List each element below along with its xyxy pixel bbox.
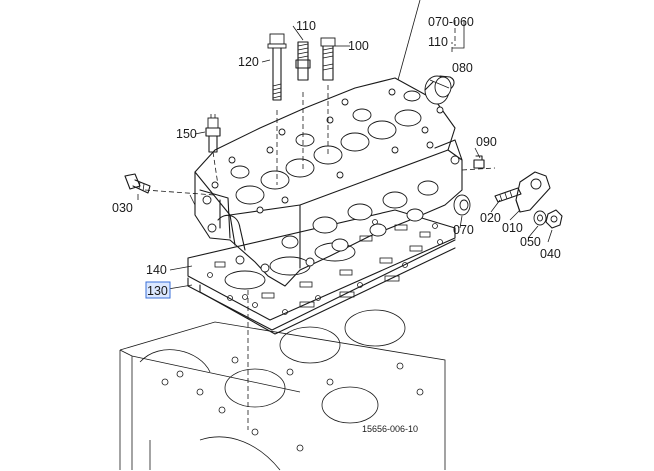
label-030[interactable]: 030 xyxy=(112,201,133,215)
stud-100 xyxy=(320,37,336,81)
label-110[interactable]: 110 xyxy=(296,19,316,33)
plug-080 xyxy=(424,75,455,105)
label-150[interactable]: 150 xyxy=(176,127,197,141)
drawing-number: 15656-006-10 xyxy=(362,424,418,434)
center-lines xyxy=(144,42,496,430)
label-110-top[interactable]: 110 xyxy=(428,35,448,49)
leader-lines xyxy=(137,0,553,290)
bolt-030 xyxy=(124,173,151,194)
label-100[interactable]: 100 xyxy=(348,39,369,53)
label-070[interactable]: 070 xyxy=(453,223,474,237)
nipple-090 xyxy=(473,155,485,169)
label-020[interactable]: 020 xyxy=(480,211,501,225)
washer-050 xyxy=(533,210,547,226)
label-070-060[interactable]: 070-060 xyxy=(428,15,474,29)
hanger-010 xyxy=(515,171,551,213)
nut-040 xyxy=(545,209,563,229)
label-040[interactable]: 040 xyxy=(540,247,561,261)
cylinder-head xyxy=(194,77,463,287)
label-050[interactable]: 050 xyxy=(520,235,541,249)
stud-020 xyxy=(494,187,522,203)
part-labels: 070-060 110 110 100 120 080 150 090 030 … xyxy=(112,15,561,434)
stud-110 xyxy=(295,41,311,81)
head-bolt-long xyxy=(267,33,287,101)
label-090[interactable]: 090 xyxy=(476,135,497,149)
label-140[interactable]: 140 xyxy=(146,263,167,277)
seal-070 xyxy=(453,194,471,216)
label-010[interactable]: 010 xyxy=(502,221,523,235)
label-120[interactable]: 120 xyxy=(238,55,259,69)
label-080[interactable]: 080 xyxy=(452,61,473,75)
engine-block xyxy=(119,309,446,471)
selected-part-highlight xyxy=(145,281,171,299)
glow-plug-150 xyxy=(205,114,221,153)
label-130[interactable]: 130 xyxy=(147,284,168,298)
